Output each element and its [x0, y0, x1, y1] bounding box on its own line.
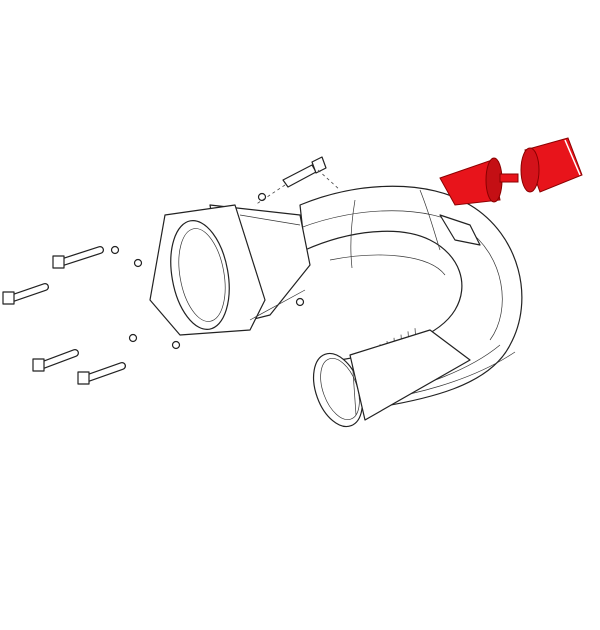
nut	[257, 192, 267, 202]
screw	[2, 283, 49, 305]
screws	[2, 246, 126, 385]
corrugated-outlet	[312, 328, 471, 428]
outlet-body	[349, 329, 471, 421]
screw	[32, 349, 79, 372]
red-adapter	[439, 157, 519, 206]
nut	[295, 297, 305, 307]
nut	[128, 333, 138, 343]
nut	[133, 258, 143, 268]
nut	[171, 340, 181, 350]
flange-assembly	[149, 204, 311, 336]
nut	[110, 245, 120, 255]
pin	[254, 156, 341, 206]
screw	[77, 362, 126, 385]
screw	[52, 246, 104, 269]
red-knob	[520, 137, 583, 193]
